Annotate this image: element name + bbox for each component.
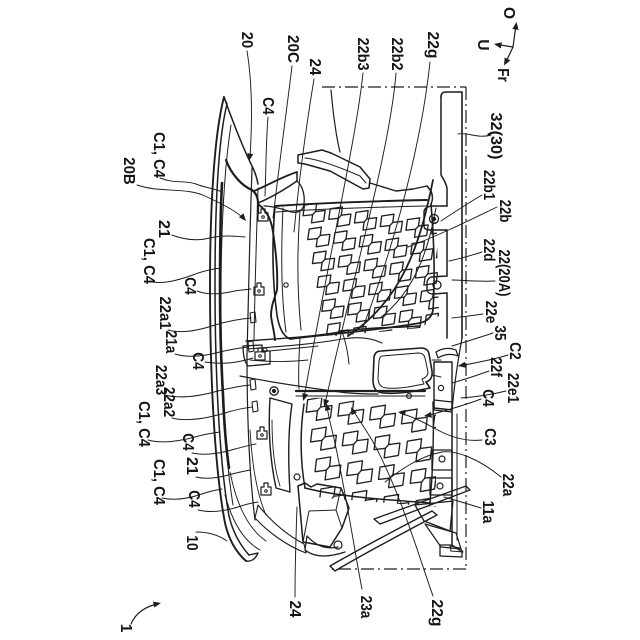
svg-text:C4: C4	[185, 490, 202, 508]
svg-text:C1, C4: C1, C4	[140, 238, 157, 284]
svg-text:21: 21	[155, 220, 172, 238]
svg-text:11a: 11a	[479, 501, 496, 524]
svg-text:C1, C4: C1, C4	[150, 459, 167, 505]
svg-text:22f: 22f	[487, 357, 504, 377]
svg-text:C4: C4	[181, 277, 198, 295]
svg-text:22b2: 22b2	[388, 38, 405, 71]
svg-text:C4: C4	[179, 433, 196, 451]
svg-text:C3: C3	[481, 428, 498, 446]
svg-text:22a: 22a	[499, 474, 516, 497]
svg-text:C4: C4	[259, 97, 276, 115]
svg-text:22g: 22g	[428, 600, 445, 627]
svg-text:Fr: Fr	[494, 68, 511, 82]
svg-text:21a: 21a	[162, 331, 179, 354]
svg-text:20B: 20B	[120, 157, 137, 185]
svg-text:22a3: 22a3	[152, 365, 169, 396]
svg-text:20: 20	[238, 32, 255, 49]
svg-text:22b: 22b	[496, 200, 513, 223]
svg-text:22e: 22e	[482, 301, 499, 324]
svg-text:C4: C4	[479, 389, 496, 407]
svg-text:22e1: 22e1	[504, 373, 521, 404]
svg-text:1: 1	[117, 624, 134, 633]
svg-text:C1, C4: C1, C4	[135, 401, 152, 447]
svg-text:C4: C4	[189, 352, 206, 370]
svg-text:C2: C2	[506, 342, 523, 359]
svg-text:32(30): 32(30)	[487, 113, 504, 160]
svg-text:22b3: 22b3	[354, 38, 371, 71]
svg-text:20C: 20C	[284, 35, 301, 63]
svg-text:22g: 22g	[424, 32, 441, 59]
svg-text:24: 24	[286, 601, 303, 618]
svg-text:21: 21	[183, 457, 200, 475]
svg-text:O: O	[500, 7, 517, 19]
svg-text:22d: 22d	[480, 239, 497, 262]
svg-text:22b1: 22b1	[480, 170, 497, 201]
svg-text:C1, C4: C1, C4	[150, 132, 167, 178]
svg-text:22a2: 22a2	[160, 387, 177, 417]
svg-text:24: 24	[306, 59, 323, 76]
svg-text:10: 10	[183, 535, 200, 550]
svg-text:23a: 23a	[357, 596, 374, 619]
svg-text:22(20A): 22(20A)	[495, 250, 512, 297]
svg-text:U: U	[474, 39, 491, 50]
svg-text:35: 35	[491, 325, 508, 341]
svg-text:22a1: 22a1	[156, 297, 173, 330]
